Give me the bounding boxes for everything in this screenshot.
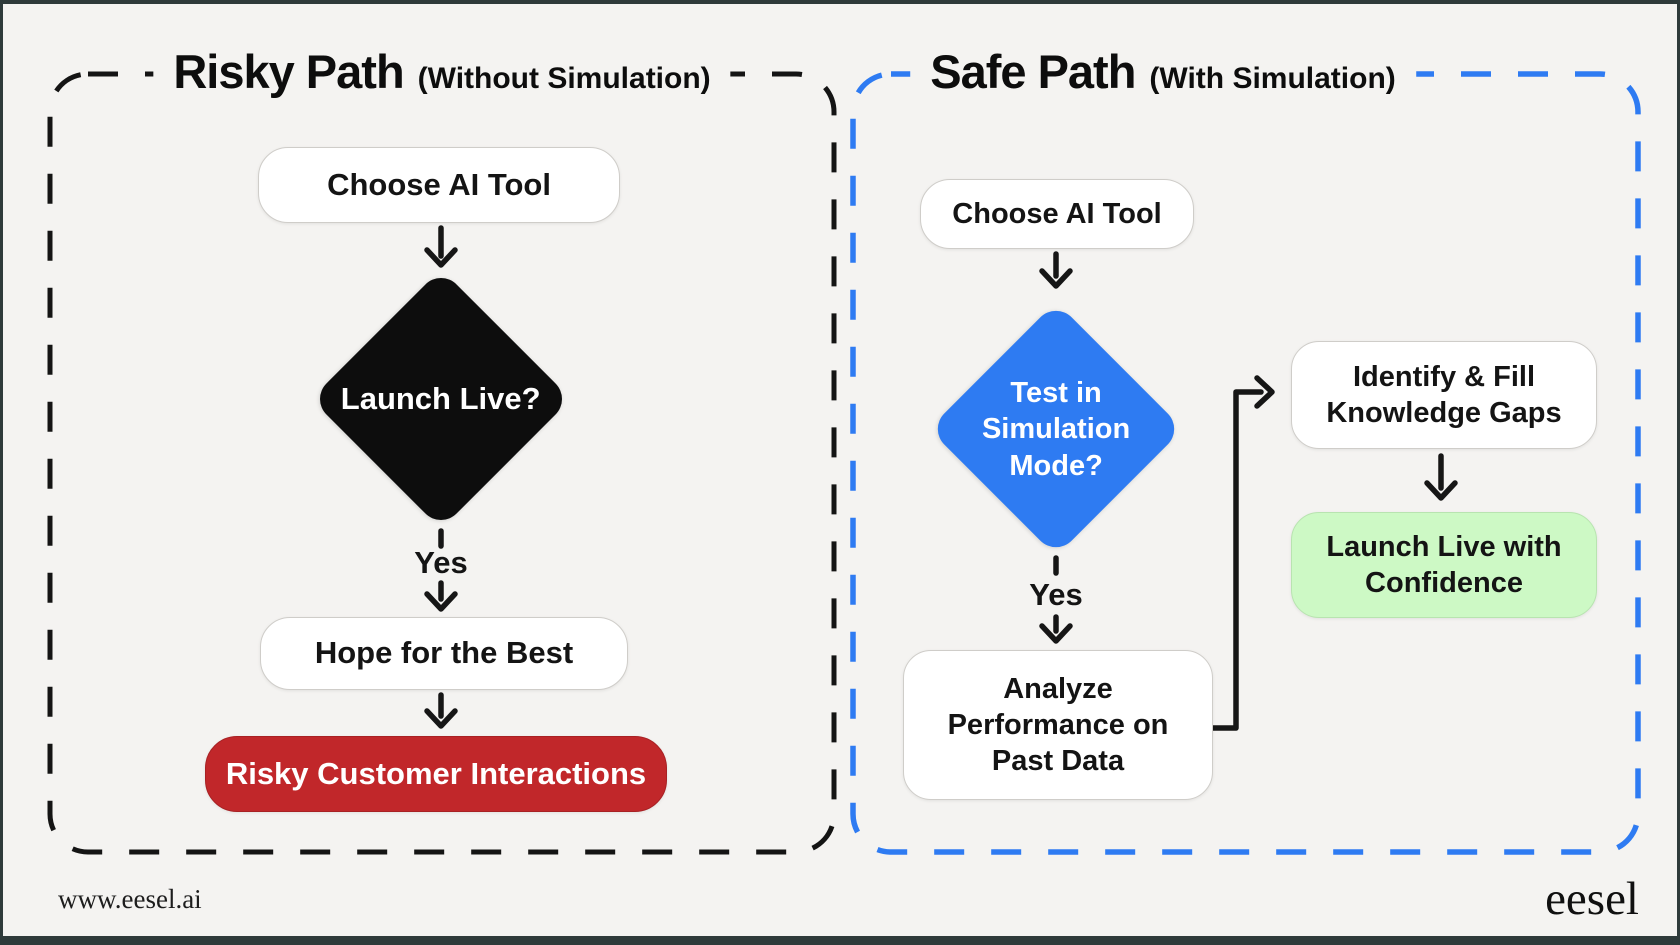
- safe-yes-label: Yes: [1029, 577, 1083, 612]
- arrow-risky-choose-to-decision: [424, 225, 458, 268]
- launch-live-decision-label: Launch Live?: [341, 380, 541, 416]
- safe-choose-ai-tool-label: Choose AI Tool: [952, 197, 1162, 230]
- arrow-analyze-to-identify: [1210, 375, 1275, 731]
- risky-path-title-text: Risky Path: [173, 45, 404, 98]
- risky-choose-ai-tool-node: Choose AI Tool: [258, 147, 620, 223]
- arrow-risky-yes-to-hope: [424, 580, 458, 612]
- analyze-performance-node: Analyze Performance on Past Data: [903, 650, 1213, 800]
- hope-for-the-best-label: Hope for the Best: [314, 635, 574, 671]
- safe-path-subtitle: (With Simulation): [1149, 62, 1396, 95]
- risky-choose-ai-tool-label: Choose AI Tool: [327, 166, 551, 202]
- risky-path-subtitle: (Without Simulation): [417, 62, 711, 95]
- eesel-logo: eesel: [1545, 873, 1639, 925]
- arrow-identify-to-launch: [1424, 453, 1458, 501]
- safe-path-title-text: Safe Path: [930, 45, 1136, 98]
- risky-yes-label: Yes: [414, 545, 468, 580]
- arrow-safe-yes-to-analyze: [1039, 614, 1073, 644]
- safe-path-title: Safe Path (With Simulation): [910, 46, 1416, 98]
- launch-with-confidence-label: Launch Live with Confidence: [1326, 530, 1562, 599]
- risky-customer-interactions-node: Risky Customer Interactions: [205, 736, 667, 812]
- arrow-risky-hope-to-outcome: [424, 692, 458, 729]
- website-url: www.eesel.ai: [58, 884, 202, 914]
- safe-choose-ai-tool-node: Choose AI Tool: [920, 179, 1194, 249]
- risky-customer-interactions-label: Risky Customer Interactions: [225, 755, 647, 791]
- hope-for-the-best-node: Hope for the Best: [260, 617, 628, 690]
- arrow-safe-choose-to-decision: [1039, 251, 1073, 289]
- identify-knowledge-gaps-label: Identify & Fill Knowledge Gaps: [1326, 360, 1562, 429]
- identify-knowledge-gaps-node: Identify & Fill Knowledge Gaps: [1291, 341, 1597, 449]
- test-simulation-decision-label: Test in Simulation Mode?: [981, 376, 1131, 482]
- analyze-performance-label: Analyze Performance on Past Data: [947, 672, 1169, 778]
- launch-with-confidence-node: Launch Live with Confidence: [1291, 512, 1597, 618]
- risky-path-title: Risky Path (Without Simulation): [153, 45, 731, 98]
